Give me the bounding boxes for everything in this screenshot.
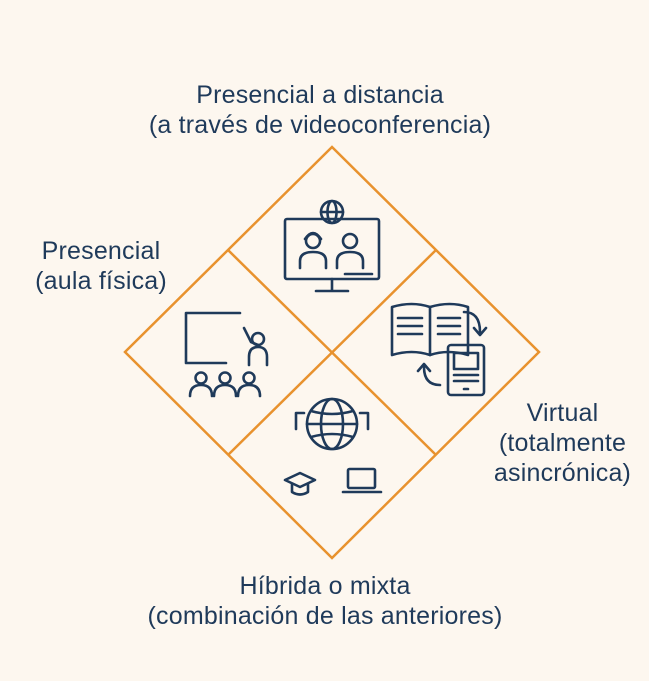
classroom-teacher-icon xyxy=(184,311,269,398)
diamond-frame xyxy=(123,145,541,560)
label-right-line2: (totalmente xyxy=(498,429,627,457)
label-virtual: Virtual (totalmente asincrónica) xyxy=(480,398,645,488)
globe-graduation-laptop-icon xyxy=(283,397,383,496)
label-left-line2: (aula física) xyxy=(35,267,167,295)
label-bottom-line2: (combinación de las anteriores) xyxy=(147,602,503,630)
label-top-line2: (a través de videoconferencia) xyxy=(148,111,492,139)
label-right-line1: Virtual xyxy=(526,399,599,427)
videoconference-monitor-icon xyxy=(283,199,381,293)
label-bottom-line1: Híbrida o mixta xyxy=(239,572,411,600)
label-right-line3: asincrónica) xyxy=(493,459,632,487)
label-hibrida-o-mixta: Híbrida o mixta (combinación de las ante… xyxy=(120,571,530,631)
label-presencial: Presencial (aula física) xyxy=(26,236,176,296)
label-left-line1: Presencial xyxy=(41,237,161,265)
book-to-tablet-icon xyxy=(390,302,488,397)
label-top-line1: Presencial a distancia xyxy=(196,81,444,109)
label-presencial-a-distancia: Presencial a distancia (a través de vide… xyxy=(130,80,510,140)
outer-diamond xyxy=(123,145,541,560)
divider-ne-sw xyxy=(227,249,437,456)
